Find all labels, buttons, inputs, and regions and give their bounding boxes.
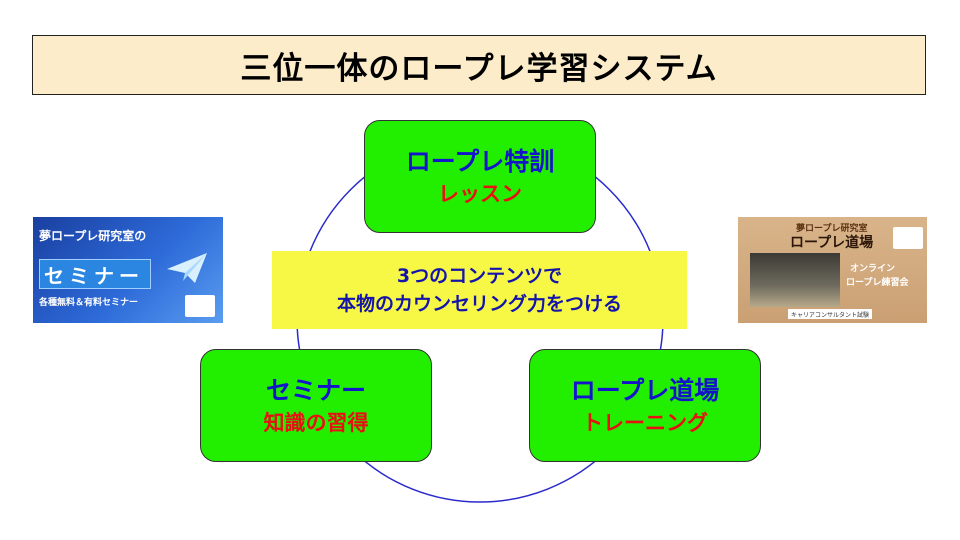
node-title: ロープレ道場 xyxy=(570,375,720,405)
seminar-banner-image: 夢ロープレ研究室の セミナー 各種無料＆有料セミナー xyxy=(33,217,223,323)
node-subtitle: レッスン xyxy=(438,181,522,206)
page-title: 三位一体のロープレ学習システム xyxy=(32,35,926,95)
node-title: セミナー xyxy=(265,375,366,405)
node-seminar: セミナー 知識の習得 xyxy=(200,349,432,462)
node-subtitle: 知識の習得 xyxy=(263,410,369,435)
dojo-photo xyxy=(750,253,840,307)
seminar-banner-heading: 夢ロープレ研究室の xyxy=(39,229,147,243)
center-message-line2: 本物のカウンセリング力をつける xyxy=(336,293,622,315)
node-roleplay-training: ロープレ特訓 レッスン xyxy=(364,120,596,233)
dojo-banner-image: 夢ロープレ研究室 ロープレ道場 オンライン ロープレ練習会 キャリアコンサルタン… xyxy=(738,217,927,323)
logo-icon xyxy=(893,227,923,249)
node-subtitle: トレーニング xyxy=(582,410,708,435)
dojo-banner-heading: 夢ロープレ研究室 xyxy=(796,224,868,234)
paper-plane-icon xyxy=(167,253,207,283)
node-title: ロープレ特訓 xyxy=(405,146,555,176)
dojo-banner-title: ロープレ道場 xyxy=(790,235,874,251)
seminar-banner-title: セミナー xyxy=(39,259,151,289)
center-message: 3つのコンテンツで 本物のカウンセリング力をつける xyxy=(272,251,687,329)
node-roleplay-dojo: ロープレ道場 トレーニング xyxy=(529,349,761,462)
seminar-banner-caption: 各種無料＆有料セミナー xyxy=(39,298,139,308)
logo-icon xyxy=(185,295,215,317)
dojo-banner-footer: キャリアコンサルタント試験 xyxy=(788,309,872,319)
dojo-banner-caption2: ロープレ練習会 xyxy=(846,278,909,288)
center-message-line1: 3つのコンテンツで xyxy=(396,265,563,287)
dojo-banner-caption1: オンライン xyxy=(850,264,896,274)
